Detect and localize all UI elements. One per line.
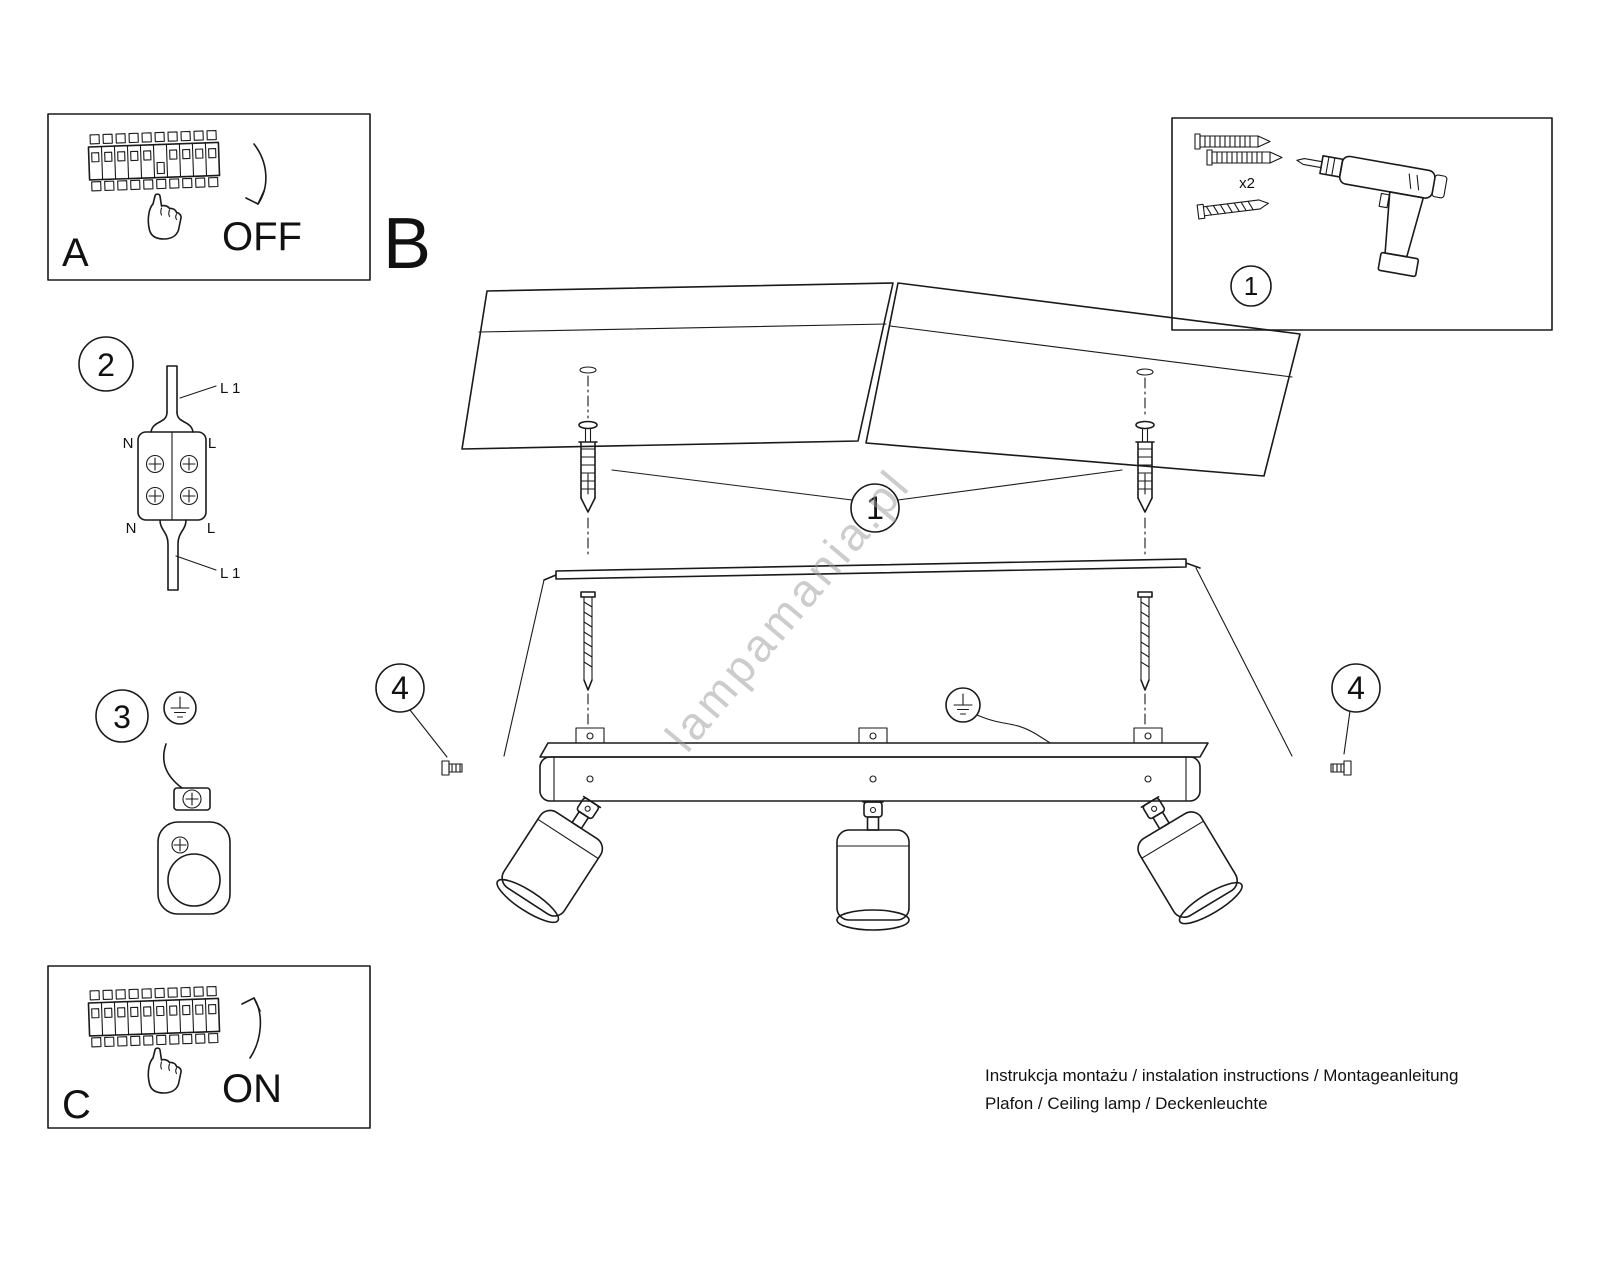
breaker-panel-on-icon bbox=[87, 985, 221, 1048]
step-2-wiring: 2 L 1 L 1 N L N L bbox=[78, 336, 240, 591]
side-screw-left bbox=[441, 760, 463, 776]
screw-icon bbox=[1196, 199, 1270, 220]
lamp-bar-top bbox=[539, 742, 1209, 758]
drill-hole-left bbox=[579, 366, 597, 374]
ground-terminal-drawing bbox=[157, 743, 231, 915]
spotlight-right bbox=[1137, 796, 1243, 925]
drill-icon bbox=[1296, 154, 1448, 278]
callout-4-right bbox=[1331, 663, 1381, 713]
callout-4-left-number: 4 bbox=[391, 670, 409, 706]
arrow-up-icon bbox=[241, 997, 262, 1059]
callout-1-leaders bbox=[611, 469, 1123, 501]
lamp-bar-front bbox=[539, 756, 1201, 802]
off-label: OFF bbox=[222, 215, 302, 259]
on-label: ON bbox=[222, 1067, 282, 1111]
ceiling-panel-right bbox=[865, 282, 1301, 477]
wire-l1-bottom-label: L 1 bbox=[220, 565, 240, 582]
callout-1-number: 1 bbox=[866, 490, 884, 526]
side-screw-right bbox=[1330, 760, 1352, 776]
step-3-ground: 3 bbox=[95, 689, 231, 915]
breaker-panel-off-icon bbox=[87, 129, 221, 192]
step-a-letter: A bbox=[62, 231, 89, 275]
projection-lines bbox=[503, 567, 1293, 757]
step-3-number: 3 bbox=[113, 699, 131, 735]
parts-callout-1-number: 1 bbox=[1244, 271, 1258, 301]
mount-tab-right bbox=[1133, 727, 1163, 744]
mounting-rail bbox=[503, 558, 1293, 757]
expansion-anchor-left bbox=[578, 420, 598, 513]
footer: Instrukcja montażu / instalation instruc… bbox=[985, 1066, 1458, 1113]
arrow-down-icon bbox=[245, 143, 267, 205]
hand-icon bbox=[147, 193, 182, 240]
expansion-anchor-right bbox=[1135, 420, 1155, 513]
step-2-number: 2 bbox=[97, 347, 115, 383]
callout-4-left-leader bbox=[409, 709, 448, 758]
callout-4-left bbox=[375, 663, 425, 713]
hand-icon bbox=[147, 1047, 182, 1094]
parts-box: x2 1 bbox=[1171, 117, 1553, 331]
spotlight-center bbox=[836, 801, 910, 931]
wire-n-bottom-label: N bbox=[126, 520, 137, 537]
ceiling-panel-left bbox=[461, 282, 894, 450]
step-a-border bbox=[47, 113, 371, 281]
footer-line-2: Plafon / Ceiling lamp / Deckenleuchte bbox=[985, 1094, 1268, 1113]
wire-l1-top-label: L 1 bbox=[220, 380, 240, 397]
anchor-assemblies: 1 bbox=[578, 375, 1155, 727]
earth-symbol-icon bbox=[163, 691, 197, 725]
step-2-callout bbox=[78, 336, 134, 392]
parts-box-border bbox=[1171, 117, 1553, 331]
watermark-text: lampamania.pl bbox=[655, 458, 921, 760]
step-c-letter: C bbox=[62, 1083, 91, 1127]
ceiling-panels bbox=[461, 282, 1301, 477]
wall-plug-icon bbox=[1194, 133, 1271, 150]
callout-4-right-leader bbox=[1343, 710, 1351, 755]
lamp-assembly: 4 4 bbox=[375, 663, 1381, 931]
callout-1 bbox=[850, 483, 900, 533]
mounting-screw-left bbox=[580, 591, 596, 691]
wall-plug-icon bbox=[1206, 149, 1283, 166]
anchor-qty-label: x2 bbox=[1239, 175, 1255, 192]
drill-hole-right bbox=[1136, 368, 1154, 376]
step-3-callout bbox=[95, 689, 149, 743]
step-c-box: ON C bbox=[47, 965, 371, 1129]
wire-n-top-label: N bbox=[123, 435, 134, 452]
breaker-toggle-off bbox=[156, 161, 165, 175]
wire-l-bottom-label: L bbox=[207, 520, 215, 537]
mount-tab-center bbox=[858, 727, 888, 744]
section-b-letter: B bbox=[383, 204, 431, 284]
parts-callout-1 bbox=[1230, 265, 1272, 307]
earth-symbol-icon bbox=[945, 687, 1051, 744]
mount-tab-left bbox=[575, 727, 605, 744]
footer-line-1: Instrukcja montażu / instalation instruc… bbox=[985, 1066, 1458, 1085]
step-a-box: OFF A bbox=[47, 113, 371, 281]
spotlight-left bbox=[496, 795, 604, 924]
mounting-screw-right bbox=[1137, 591, 1153, 691]
terminal-block-diagram bbox=[137, 365, 217, 591]
wire-l-top-label: L bbox=[208, 435, 216, 452]
callout-4-right-number: 4 bbox=[1347, 670, 1365, 706]
step-c-border bbox=[47, 965, 371, 1129]
